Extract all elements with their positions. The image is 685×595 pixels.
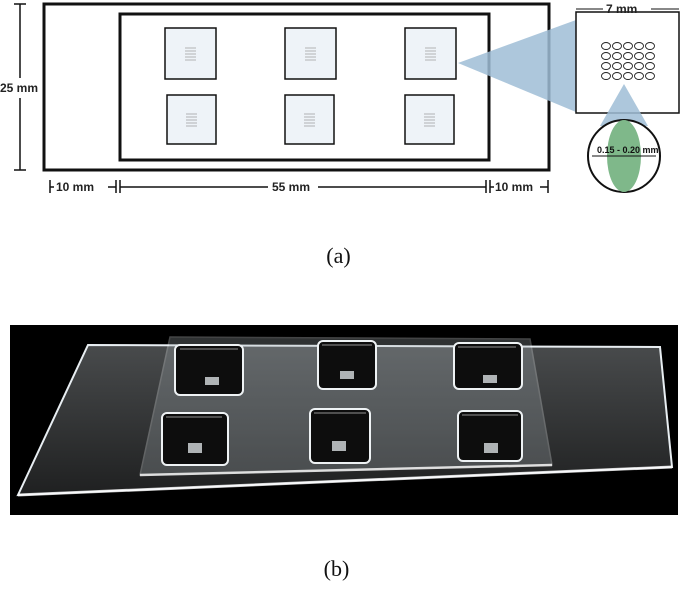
chamber-frame [118,12,491,162]
center-length-label: 55 mm [272,180,310,194]
well-square [404,27,457,80]
detail-beam [600,84,648,126]
microwell-grid [601,42,655,80]
zoom-beam [458,20,576,112]
well-square [284,27,337,80]
well-square [166,94,217,145]
well-square [164,27,217,80]
slide-schematic: 25 mm [0,2,680,194]
length-dimension [49,180,549,193]
photo-drawing [16,336,674,497]
height-label: 25 mm [0,81,38,95]
well-square [284,94,335,145]
caption-a: (a) [326,243,351,268]
inset-width-label: 7 mm [606,2,637,16]
well-diameter-label: 0.15 - 0.20 mm [597,145,659,155]
left-margin-label: 10 mm [56,180,94,194]
right-margin-label: 10 mm [495,180,533,194]
well-squares [164,27,457,145]
height-dimension [14,3,26,171]
caption-b: (b) [323,556,350,581]
well-square [404,94,455,145]
glass-slide-photo [10,325,678,515]
